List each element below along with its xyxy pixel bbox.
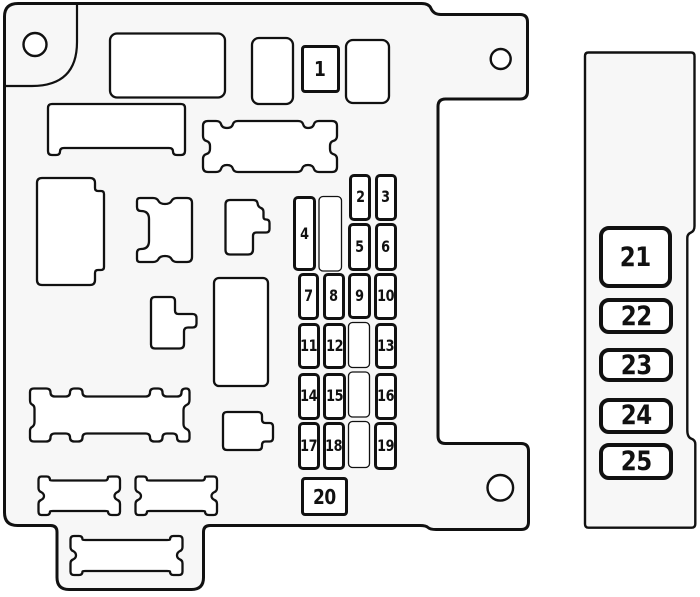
fuse-18: 18 xyxy=(322,421,345,470)
bolt-hole-top-left xyxy=(22,31,48,58)
fuse-20: 20 xyxy=(300,477,348,516)
fuse-14: 14 xyxy=(297,372,320,420)
connector-big-left xyxy=(35,176,106,287)
empty-fuse-slot-1 xyxy=(347,321,371,369)
bolt-hole-top-right xyxy=(489,47,512,71)
relay-box-top-a xyxy=(250,36,295,106)
fuse-2: 2 xyxy=(349,173,371,221)
fuse-25: 25 xyxy=(599,443,673,480)
fuse-11: 11 xyxy=(297,322,320,369)
fuse-23: 23 xyxy=(599,348,673,382)
connector-f-upper xyxy=(224,198,271,256)
fuse-10: 10 xyxy=(374,272,397,320)
fuse-5: 5 xyxy=(348,223,371,271)
empty-fuse-slot-tall xyxy=(318,195,343,272)
fuse-7: 7 xyxy=(297,272,319,320)
empty-fuse-slot-3 xyxy=(347,420,371,469)
fuse-16: 16 xyxy=(374,372,397,420)
fuse-9: 9 xyxy=(348,272,371,319)
connector-dog-bone xyxy=(135,196,194,264)
connector-feet xyxy=(46,102,187,157)
fuse-8: 8 xyxy=(322,272,345,320)
connector-pinched-b xyxy=(134,475,219,517)
relay-box-top-b xyxy=(344,38,391,105)
connector-pinched-a xyxy=(37,475,122,517)
fuse-21: 21 xyxy=(598,226,672,288)
fuse-1: 1 xyxy=(300,45,340,93)
connector-notched xyxy=(201,119,339,174)
fuse-4: 4 xyxy=(293,196,316,271)
corner-bracket-line xyxy=(4,3,79,88)
fuse-15: 15 xyxy=(322,372,346,420)
fuse-3: 3 xyxy=(374,173,397,221)
fuse-22: 22 xyxy=(599,298,673,334)
relay-box-large xyxy=(108,32,227,99)
connector-multi-notch xyxy=(28,387,191,443)
fuse-19: 19 xyxy=(374,421,397,470)
empty-fuse-slot-2 xyxy=(347,371,371,418)
fuse-13: 13 xyxy=(374,322,397,369)
fuse-24: 24 xyxy=(599,398,673,434)
fuse-6: 6 xyxy=(374,223,397,271)
fuse-17: 17 xyxy=(297,421,320,470)
relay-box-tall xyxy=(212,276,270,388)
connector-f-lower xyxy=(149,295,198,350)
fuse-12: 12 xyxy=(322,322,346,369)
bolt-hole-bottom-right xyxy=(486,473,515,502)
connector-small-tab xyxy=(221,410,275,452)
connector-bottom-tab xyxy=(69,534,184,577)
